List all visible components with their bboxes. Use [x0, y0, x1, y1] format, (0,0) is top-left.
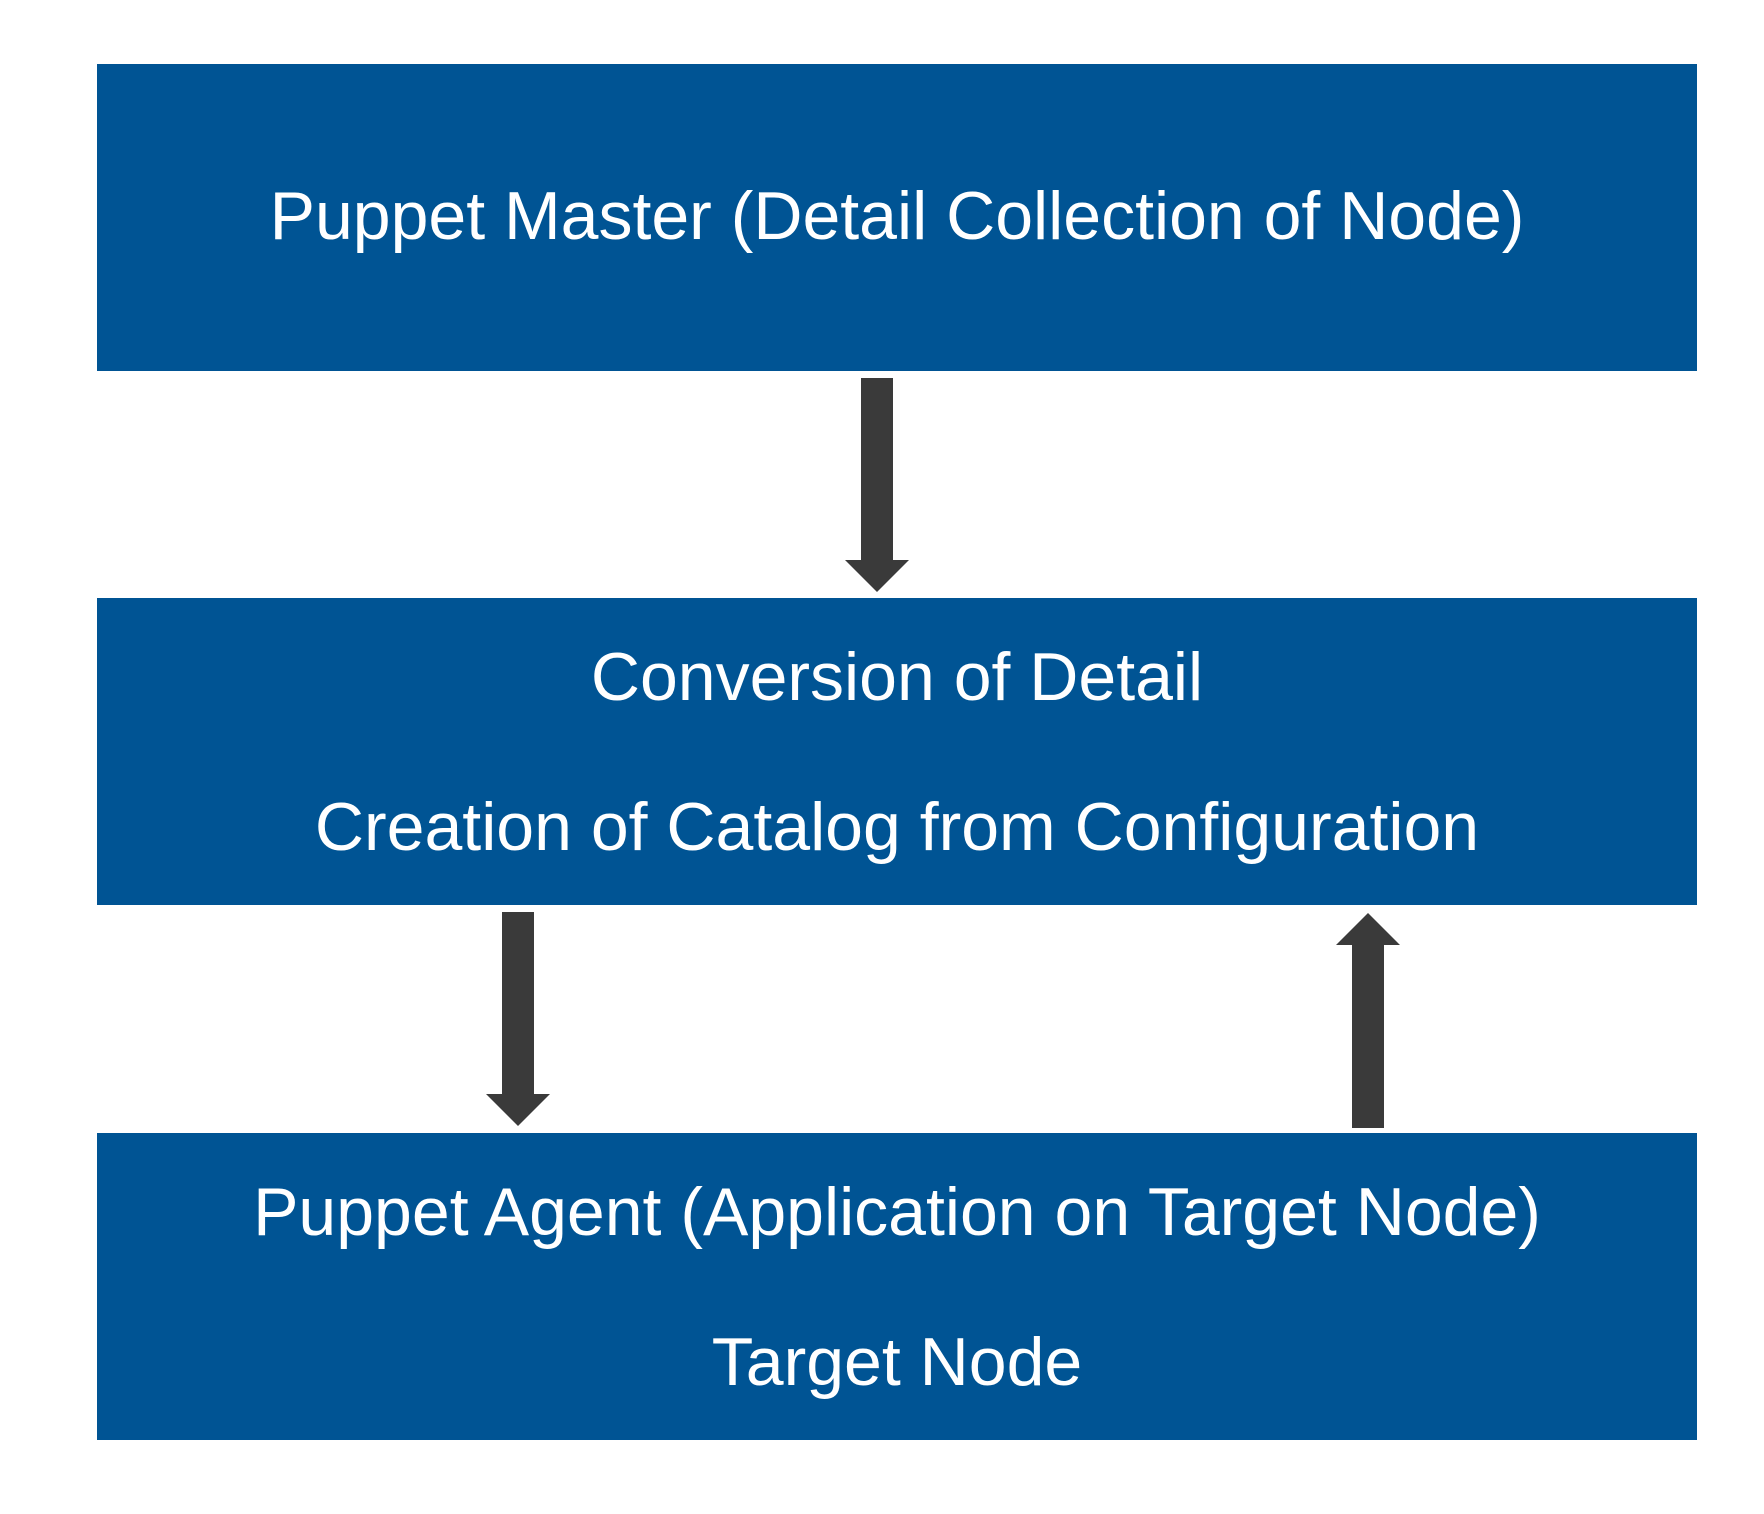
- arrow-up-agent-to-conversion: [1336, 913, 1400, 1128]
- puppet-master-label: Puppet Master (Detail Collection of Node…: [269, 177, 1525, 254]
- puppet-agent-label-line2: Target Node: [711, 1323, 1083, 1400]
- arrow-down-conversion-to-agent: [486, 912, 550, 1126]
- arrow-down-master-to-conversion: [845, 378, 909, 592]
- conversion-label-line2: Creation of Catalog from Configuration: [314, 788, 1480, 865]
- puppet-master-box: Puppet Master (Detail Collection of Node…: [97, 64, 1697, 371]
- conversion-box: Conversion of Detail Creation of Catalog…: [97, 598, 1697, 905]
- puppet-agent-label-line1: Puppet Agent (Application on Target Node…: [253, 1173, 1541, 1250]
- puppet-agent-box: Puppet Agent (Application on Target Node…: [97, 1133, 1697, 1440]
- conversion-label-line1: Conversion of Detail: [590, 638, 1204, 715]
